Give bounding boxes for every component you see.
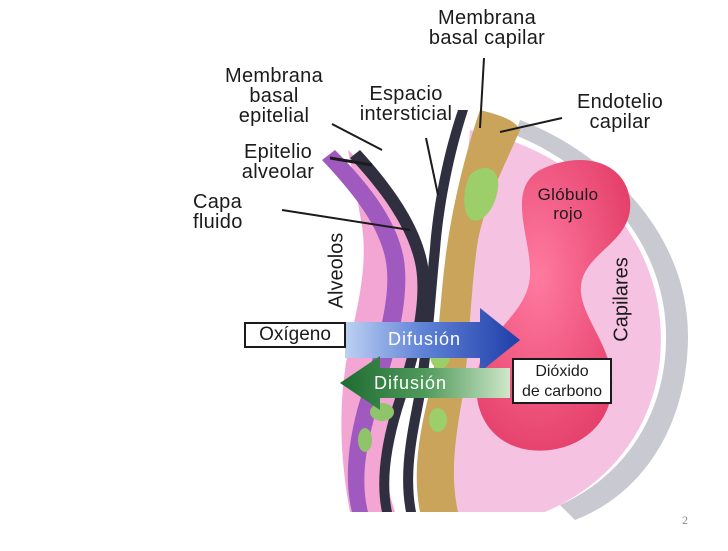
epithelium-alveolar-layer	[322, 150, 406, 512]
label-dioxido-de-carbono-box: Dióxido de carbono	[512, 358, 612, 404]
label-espacio-intersticial: Espacio intersticial	[359, 83, 453, 125]
label-epitelio-alveolar: Epitelio alveolar	[241, 141, 315, 183]
label-oxigeno-box: Oxígeno	[244, 322, 346, 348]
green-cell-capillary-1	[464, 168, 499, 221]
pointer-espacio-intersticial	[425, 137, 439, 196]
pointer-epitelio-alveolar	[329, 156, 373, 167]
co2-diffusion-arrow	[340, 356, 510, 410]
label-membrana-basal-capilar: Membrana basal capilar	[428, 7, 546, 49]
label-alveolos: Alveolos	[325, 232, 348, 309]
green-cell-alveolar-2	[358, 428, 372, 452]
label-endotelio-capilar: Endotelio capilar	[576, 91, 664, 133]
gray-shadow-rim	[515, 120, 689, 520]
green-cell-alveolar-1	[370, 403, 394, 421]
oxygen-diffusion-arrow	[345, 308, 520, 372]
label-difusion-left: Difusión	[374, 373, 448, 393]
epithelial-basal-layer	[350, 150, 430, 512]
pointer-membrana-basal-epitelial	[331, 123, 383, 151]
green-cell-capillary-3	[429, 408, 447, 432]
label-difusion-right: Difusión	[388, 329, 462, 349]
label-globulo-rojo: Glóbulo rojo	[537, 185, 599, 223]
pointer-membrana-basal-capilar	[479, 57, 485, 129]
page-number: 2	[682, 513, 688, 527]
label-membrana-basal-epitelial: Membrana basal epitelial	[225, 65, 323, 127]
pointer-capa-fluido	[281, 209, 411, 231]
label-capilares: Capilares	[610, 257, 633, 342]
capillary-basal-membrane	[403, 110, 468, 512]
pointer-endotelio-capilar	[499, 117, 563, 133]
label-capa-fluido: Capa fluido	[193, 191, 243, 233]
